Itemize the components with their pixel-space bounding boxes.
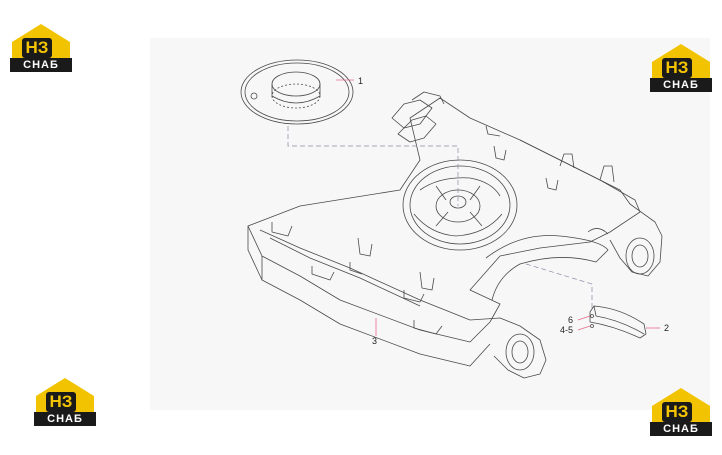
- logo-brand: СНАБ: [10, 58, 72, 72]
- callout-1: 1: [358, 76, 363, 86]
- logo-brand: СНАБ: [650, 422, 712, 436]
- part-1-seal-ring: [240, 59, 354, 125]
- part-2-cover-plate: [589, 305, 647, 339]
- logo-top-left: НЗ СНАБ: [10, 22, 72, 72]
- diagram-panel: [150, 38, 710, 410]
- logo-bottom-left: НЗ СНАБ: [34, 376, 96, 426]
- callout-4-5: 4-5: [560, 325, 573, 335]
- logo-mark: НЗ: [46, 392, 76, 412]
- callout-3: 3: [372, 336, 377, 346]
- callout-2: 2: [664, 323, 669, 333]
- logo-brand: СНАБ: [650, 78, 712, 92]
- logo-mark: НЗ: [662, 402, 692, 422]
- logo-mark: НЗ: [22, 38, 52, 58]
- callout-6: 6: [568, 315, 573, 325]
- logo-top-right: НЗ СНАБ: [650, 42, 712, 92]
- callout-leaders: [336, 79, 660, 336]
- part-3-lower-frame: [247, 91, 663, 379]
- logo-bottom-right: НЗ СНАБ: [650, 386, 712, 436]
- logo-mark: НЗ: [662, 58, 692, 78]
- center-lines: [287, 126, 593, 310]
- logo-brand: СНАБ: [34, 412, 96, 426]
